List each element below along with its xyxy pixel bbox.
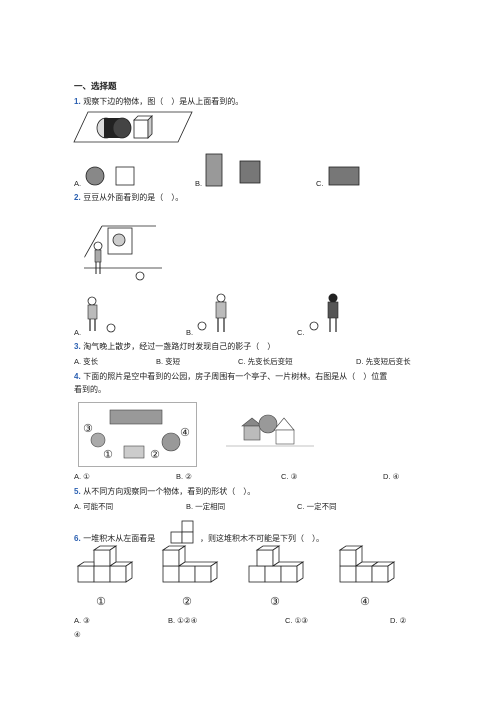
question-3-text: 淘气晚上散步，经过一盏路灯时发现自己的影子（ ） — [83, 342, 276, 351]
q4-option-c[interactable]: C. ③ — [281, 472, 298, 481]
q6-figure-4 — [338, 545, 396, 583]
question-4-number: 4. — [74, 372, 81, 381]
q4-option-b[interactable]: B. ② — [176, 472, 192, 481]
section-title: 一、选择题 — [74, 82, 117, 92]
q4-house-view-figure — [226, 414, 314, 447]
q2-option-b[interactable]: B. — [186, 328, 194, 337]
q6-option-a[interactable]: A. ③ — [74, 616, 90, 625]
q6-option-b[interactable]: B. ①②④ — [168, 616, 198, 625]
q1-objects-figure — [73, 111, 193, 143]
q4-option-a[interactable]: A. ① — [74, 472, 90, 481]
q1-option-a[interactable]: A. — [74, 179, 82, 188]
question-5: 5. 从不同方向观察同一个物体，看到的形状（ ）。 — [74, 487, 255, 497]
q6-figure-3 — [248, 545, 305, 583]
q1-option-b-figure — [205, 153, 261, 187]
question-6-text-after: ，则这堆积木不可能是下列（ ）。 — [200, 534, 324, 543]
q4-label-3: ③ — [83, 422, 93, 435]
q5-option-c[interactable]: C. 一定不同 — [297, 502, 337, 511]
question-5-number: 5. — [74, 487, 81, 496]
q4-park-aerial-figure — [78, 402, 197, 467]
question-4: 4. 下面的照片是空中看到的公园，房子周围有一个亭子、一片树林。右图是从（ ）位… — [74, 372, 387, 382]
q6-option-c[interactable]: C. ①③ — [285, 616, 309, 625]
q6-option-d-wrap: ④ — [74, 630, 81, 639]
q6-figure-3-label: ③ — [270, 595, 280, 608]
q1-option-c-figure — [328, 166, 360, 186]
question-6-number: 6. — [74, 534, 81, 543]
question-4-text-line2: 看到的。 — [74, 385, 106, 394]
q2-option-a-figure — [87, 296, 116, 333]
q3-option-c[interactable]: C. 先变长后变短 — [238, 357, 293, 366]
question-1-number: 1. — [74, 97, 81, 106]
question-4-text-line1: 下面的照片是空中看到的公园，房子周围有一个亭子、一片树林。右图是从（ ）位置 — [83, 372, 388, 381]
question-2: 2. 豆豆从外面看到的是（ ）。 — [74, 193, 183, 203]
q5-option-b[interactable]: B. 一定相同 — [186, 502, 226, 511]
q6-option-d[interactable]: D. ② — [390, 616, 407, 625]
q2-option-a[interactable]: A. — [74, 328, 82, 337]
q4-label-4: ④ — [180, 426, 190, 439]
q4-option-d[interactable]: D. ④ — [383, 472, 400, 481]
q6-left-view-figure — [170, 520, 194, 544]
q6-figure-1 — [76, 545, 134, 583]
q6-figure-1-label: ① — [96, 595, 106, 608]
q3-option-d[interactable]: D. 先变短后变长 — [356, 357, 411, 366]
question-1-text: 观察下边的物体，图（ ）是从上面看到的。 — [83, 97, 244, 106]
question-3-number: 3. — [74, 342, 81, 351]
q6-figure-2 — [161, 545, 219, 583]
question-5-text: 从不同方向观察同一个物体，看到的形状（ ）。 — [83, 487, 256, 496]
question-3: 3. 淘气晚上散步，经过一盏路灯时发现自己的影子（ ） — [74, 342, 275, 352]
question-1: 1. 观察下边的物体，图（ ）是从上面看到的。 — [74, 97, 243, 107]
q3-option-b[interactable]: B. 变短 — [156, 357, 181, 366]
q1-option-c[interactable]: C. — [316, 179, 324, 188]
q1-option-a-figure — [85, 166, 135, 186]
q4-label-1: ① — [103, 448, 113, 461]
question-2-number: 2. — [74, 193, 81, 202]
q5-option-a[interactable]: A. 可能不同 — [74, 502, 114, 511]
q2-scene-figure — [83, 218, 162, 281]
question-6-text-before-span: 一堆积木从左面看是 — [83, 534, 156, 543]
question-6-text-before: 6. 一堆积木从左面看是 — [74, 534, 155, 544]
question-2-text: 豆豆从外面看到的是（ ）。 — [83, 193, 184, 202]
q2-option-b-figure — [197, 293, 227, 332]
q6-figure-4-label: ④ — [360, 595, 370, 608]
q1-option-b[interactable]: B. — [195, 179, 203, 188]
q3-option-a[interactable]: A. 变长 — [74, 357, 99, 366]
q2-option-c[interactable]: C. — [297, 328, 305, 337]
q2-option-c-figure — [309, 293, 339, 332]
q4-label-2: ② — [150, 448, 160, 461]
q6-figure-2-label: ② — [182, 595, 192, 608]
